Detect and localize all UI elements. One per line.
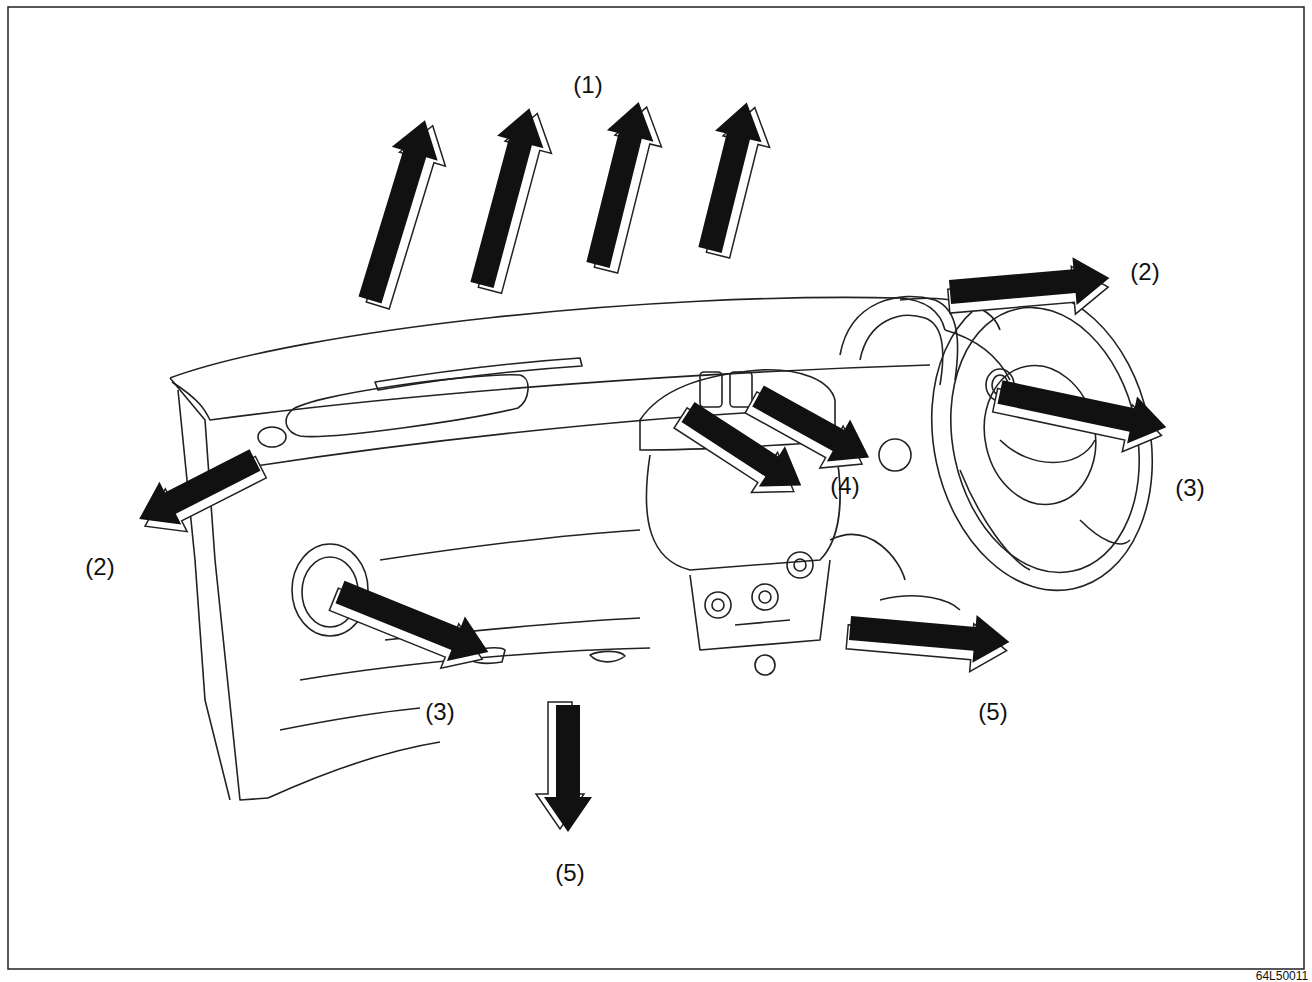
callout-number: (2) xyxy=(85,555,114,579)
figure-frame xyxy=(8,7,1304,969)
airflow-arrow xyxy=(946,254,1112,325)
callout-number: (2) xyxy=(1130,260,1159,284)
airflow-arrow xyxy=(845,604,1011,675)
callout-number: (5) xyxy=(978,700,1007,724)
airflow-arrow xyxy=(574,96,671,276)
airflow-arrow xyxy=(458,102,561,296)
dashboard-outline xyxy=(170,269,1179,800)
airflow-arrow xyxy=(739,374,880,487)
figure-code: 64L50011 xyxy=(1256,970,1309,982)
callout-number: (1) xyxy=(573,73,602,97)
airflow-arrow xyxy=(325,569,497,683)
airflow-arrow xyxy=(686,97,779,261)
callout-number: (3) xyxy=(1175,476,1204,500)
airflow-arrow xyxy=(990,368,1171,460)
callout-number: (3) xyxy=(425,700,454,724)
airflow-arrows xyxy=(128,96,1171,832)
airflow-arrow xyxy=(536,702,592,832)
airflow-arrow xyxy=(346,113,456,312)
callout-number: (4) xyxy=(830,474,859,498)
callout-number: (5) xyxy=(555,861,584,885)
airflow-arrow xyxy=(128,438,271,549)
